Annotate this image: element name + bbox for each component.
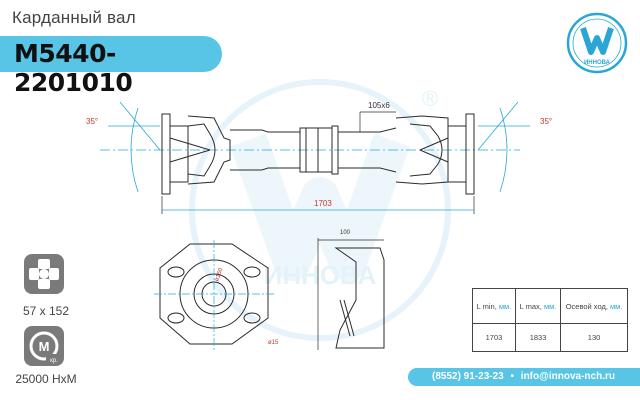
part-number: М5440-2201010 (14, 39, 133, 97)
table-header-axial: Осевой ход, мм. (560, 288, 628, 324)
right-flange (395, 113, 475, 195)
angle-left-label: 35° (86, 117, 98, 126)
flange-face-view (154, 240, 274, 350)
torque-icon-sub: кр. (50, 358, 58, 364)
table-header-row: L min, мм. L max, мм. Осевой ход, мм. (472, 288, 628, 324)
logo-text: ИННОВА (584, 60, 611, 66)
table-cell-axial: 130 (560, 323, 628, 352)
angle-right (477, 101, 530, 193)
hole-diameter-label: ø15 (268, 340, 279, 346)
angle-left (108, 101, 161, 193)
table-cell-lmax: 1833 (514, 323, 562, 352)
torque-icon: М кр. (24, 326, 64, 366)
angle-right-label: 35° (540, 117, 552, 126)
table-header-lmin: L min, мм. (472, 288, 516, 324)
cross-size-label: 57 x 152 (22, 304, 70, 318)
part-number-banner: М5440-2201010 (0, 36, 222, 97)
shaft-tube (230, 125, 397, 175)
length-spec-table: L min, мм. L max, мм. Осевой ход, мм. 17… (472, 288, 628, 352)
contact-separator: • (510, 371, 515, 382)
spline-label: 105х6 (368, 101, 390, 110)
email-link[interactable]: info@innova-nch.ru (520, 371, 615, 382)
torque-icon-text: М (39, 339, 50, 354)
flange-diameter-label: ø150 (214, 267, 225, 283)
section-width-label: 100 (340, 230, 351, 236)
contact-bar: (8552) 91-23-23 • info@innova-nch.ru (408, 368, 640, 386)
torque-value-label: 25000 НхМ (15, 372, 77, 386)
left-flange (161, 113, 231, 195)
length-label: 1703 (314, 199, 332, 208)
svg-text:ИННОВА: ИННОВА (264, 260, 377, 290)
cross-icon (24, 254, 64, 294)
table-cell-lmin: 1703 (472, 323, 516, 352)
table-header-lmax: L max, мм. (514, 288, 562, 324)
phone-number[interactable]: (8552) 91-23-23 (432, 371, 504, 382)
length-dimension (161, 196, 475, 214)
innova-logo: ИННОВА (566, 12, 628, 74)
page-title: Карданный вал (12, 8, 136, 27)
svg-text:®: ® (422, 86, 438, 111)
table-row: 1703 1833 130 (472, 323, 628, 352)
flange-section-view (317, 238, 385, 350)
